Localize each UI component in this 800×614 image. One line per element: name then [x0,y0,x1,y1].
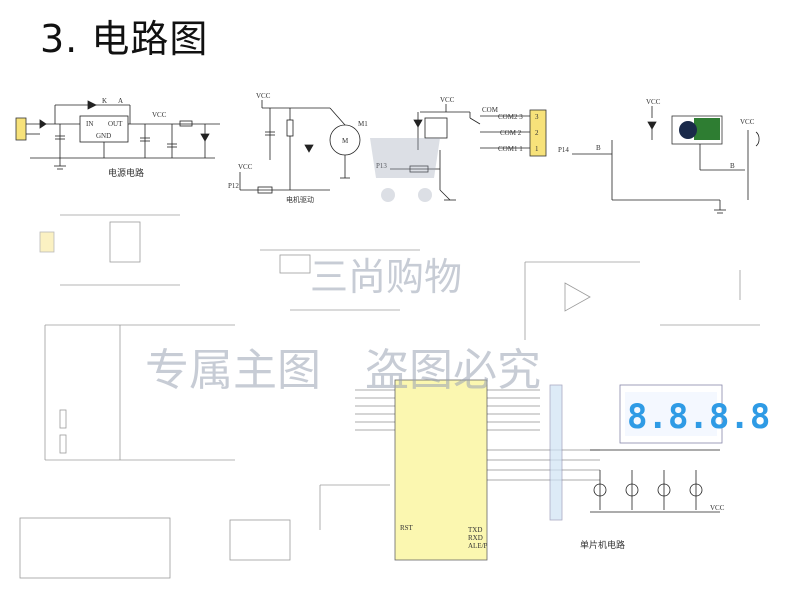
mcu-rst-label: RST [400,524,414,532]
watermark: 三尚购物 专属主图 盗图必究 [145,138,541,396]
regulator-in-label: IN [86,120,93,128]
relay-pin2-label: 2 [535,129,539,137]
watermark-line2: 专属主图 盗图必究 [145,345,541,396]
mcu-circuit-caption: 单片机电路 [580,539,625,551]
power-vcc-label: VCC [152,111,167,119]
diode-a-label: A [118,97,123,105]
relay-com-2-label: COM 2 [500,129,522,137]
relay-com1-label: COM1 1 [498,145,523,153]
motor-m-label: M [342,137,349,145]
relay-pin1-label: 1 [535,145,539,153]
motor-vcc2-label: VCC [238,163,253,171]
buzzer-p14-label: P14 [558,146,569,154]
watermark-line1: 三尚购物 [310,255,462,299]
buzzer-b-label: B [596,144,601,152]
power-circuit-caption: 电源电路 [108,167,144,179]
seven-segment-display [619,384,723,444]
display-digits: 8.8.8.8 [627,397,770,437]
buzzer-vcc-label: VCC [646,98,661,106]
relay-pin3-label: 3 [535,113,539,121]
relay-com2-label: COM2 3 [498,113,523,121]
regulator-gnd-label: GND [96,132,111,140]
mcu-rxd-label: RXD [468,534,483,542]
mcu-txd-label: TXD [468,526,482,534]
page-title: 3. 电路图 [40,17,209,61]
power-supply-circuit [15,100,220,170]
mcu-chip [355,379,600,561]
relay-circuit [390,104,547,201]
digits-vcc-label: VCC [710,504,725,512]
regulator-out-label: OUT [108,120,123,128]
buzzer-vcc2-label: VCC [740,118,755,126]
relay-com-label: COM [482,106,499,114]
diode-k-label: K [102,97,107,105]
motor-m1-label: M1 [358,120,368,128]
motor-vcc-label: VCC [256,92,271,100]
buzzer-circuit [572,106,760,214]
digit-driver-transistors [590,449,720,513]
motor-driver-circuit [239,100,361,194]
buzzer-b2-label: B [730,162,735,170]
relay-p13-label: P13 [376,162,387,170]
mcu-ale-label: ALE/P [468,542,488,550]
blurred-circuits [19,214,760,579]
motor-caption: 电机驱动 [286,195,314,204]
relay-vcc-label: VCC [440,96,455,104]
motor-p12-label: P12 [228,182,239,190]
